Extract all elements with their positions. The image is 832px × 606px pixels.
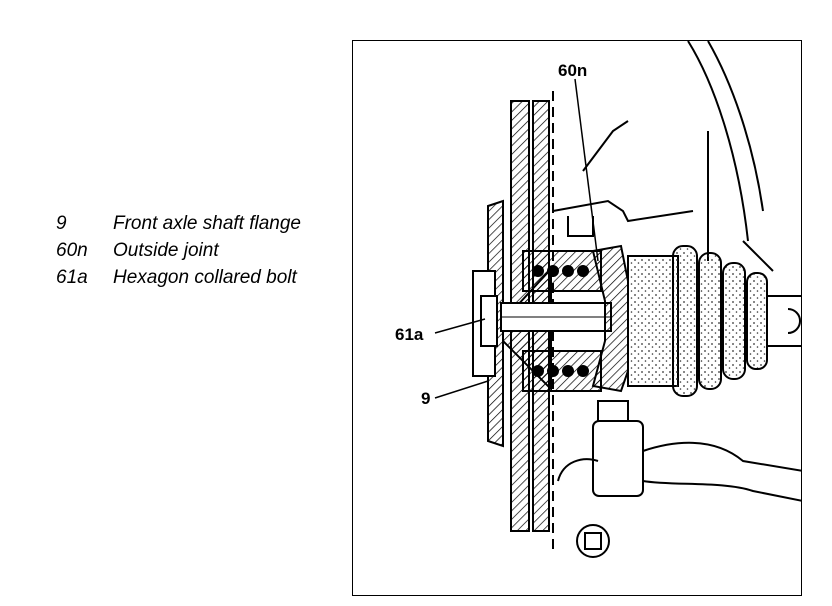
control-arm-upper [687,41,774,272]
legend-row-60n: 60n Outside joint [56,237,301,264]
callout-label-60n: 60n [558,61,588,80]
wheel-bearing [522,250,602,392]
legend-description: Hexagon collared bolt [113,266,297,288]
legend-number: 60n [56,239,88,261]
legend-row-9: 9 Front axle shaft flange [56,210,301,237]
legend-description: Outside joint [113,239,219,261]
technical-drawing-frame: 60n 61a 9 [352,40,802,596]
outside-joint [591,244,679,393]
callout-label-9: 9 [421,389,431,408]
axle-boot [672,245,801,397]
tie-rod-end [557,400,801,558]
collared-bolt-shaft [500,302,612,332]
callout-label-61a: 61a [395,325,424,344]
legend-row-61a: 61a Hexagon collared bolt [56,264,301,291]
legend-number: 9 [56,212,67,234]
knuckle-bracket [552,120,694,237]
legend-description: Front axle shaft flange [113,212,301,234]
hub-flange [472,199,552,448]
wheel-hub-cross-section [434,41,801,558]
legend-number: 61a [56,266,88,288]
parts-legend: 9 Front axle shaft flange 60n Outside jo… [56,210,301,291]
callout-leaders [434,78,599,399]
